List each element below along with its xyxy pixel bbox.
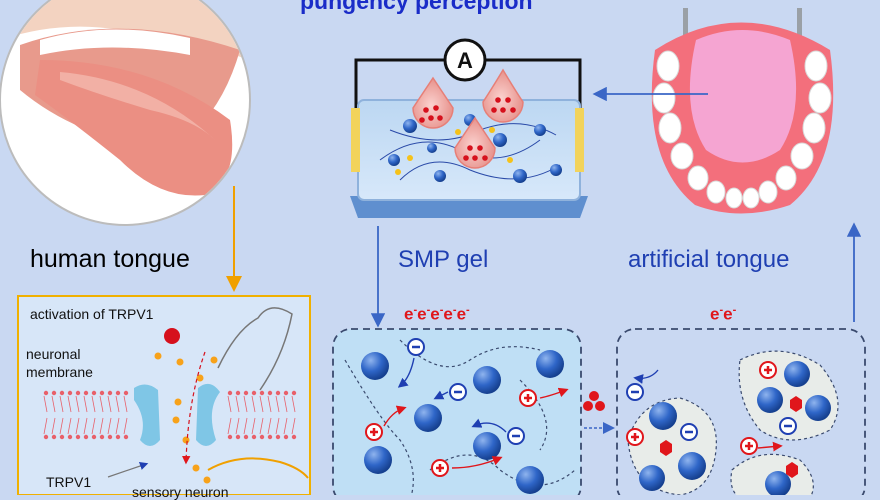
pungent-cluster bbox=[583, 391, 605, 411]
artificial-tongue-illustration bbox=[651, 8, 834, 214]
ion-flow-arrow bbox=[181, 351, 206, 465]
calcium-ions bbox=[154, 352, 218, 484]
human-tongue-label: human tongue bbox=[30, 245, 190, 273]
neuronal-label: neuronal bbox=[26, 346, 81, 362]
positive-charge-icon bbox=[759, 361, 777, 379]
activation-label: activation of TRPV1 bbox=[30, 306, 154, 322]
positive-charge-icon bbox=[740, 437, 758, 455]
gel-state-panel bbox=[332, 328, 582, 495]
negative-charge-icon bbox=[449, 383, 467, 401]
positive-charge-icon bbox=[365, 423, 383, 441]
motion-arrow bbox=[539, 387, 569, 399]
circuit-wire-left bbox=[354, 58, 445, 115]
tongue-state-panel bbox=[616, 328, 866, 495]
lipid-bilayer-upper bbox=[43, 390, 297, 413]
trpv1-label: TRPV1 bbox=[46, 474, 92, 490]
lipid-bilayer-lower bbox=[43, 417, 297, 440]
positive-charge-icon bbox=[431, 459, 449, 477]
motion-arrow bbox=[383, 405, 407, 427]
ammeter-label: A bbox=[457, 48, 473, 73]
pungent-droplets bbox=[412, 68, 524, 169]
positive-charge-icon bbox=[519, 389, 537, 407]
motion-arrows bbox=[383, 357, 783, 469]
motion-arrow bbox=[757, 441, 783, 452]
gel-electrons-label: e-e-e-e-e- bbox=[404, 304, 470, 324]
motion-arrow bbox=[633, 369, 659, 384]
sensory-neuron-label: sensory neuron bbox=[132, 484, 229, 500]
trpv1-pointer bbox=[107, 461, 149, 478]
negative-charge-icon bbox=[680, 423, 698, 441]
electrode-left bbox=[351, 108, 360, 172]
motion-arrow bbox=[471, 418, 507, 433]
circuit-wire-right bbox=[485, 58, 582, 115]
membrane-panel bbox=[17, 295, 311, 495]
tongue-electrons-label: e-e- bbox=[710, 304, 737, 324]
smp-gel-device: A bbox=[350, 38, 588, 218]
trapped-molecules bbox=[660, 396, 802, 478]
trpv1-channel-right bbox=[196, 383, 220, 446]
negative-charge-icon bbox=[779, 417, 797, 435]
gel-spheres bbox=[388, 114, 562, 183]
gel-state-spheres bbox=[361, 350, 564, 494]
membrane-label: membrane bbox=[26, 364, 93, 380]
neuron-curve bbox=[217, 307, 293, 391]
gel-ions bbox=[395, 127, 513, 175]
ammeter-icon bbox=[443, 38, 487, 82]
motion-arrow bbox=[451, 456, 503, 469]
motion-arrow bbox=[397, 357, 415, 388]
sensory-neuron-line bbox=[207, 457, 309, 479]
trpv1-channel-left bbox=[134, 384, 160, 446]
negative-charge-icon bbox=[626, 383, 644, 401]
artificial-teeth bbox=[652, 50, 832, 209]
negative-charge-icon bbox=[507, 427, 525, 445]
positive-charge-icon bbox=[626, 428, 644, 446]
smp-gel-label: SMP gel bbox=[398, 246, 489, 273]
electrode-right bbox=[575, 108, 584, 172]
motion-arrow bbox=[433, 390, 449, 400]
diagram-title: pungency perception bbox=[300, 0, 533, 14]
charge-markers bbox=[365, 338, 797, 477]
tongue-state-spheres bbox=[639, 361, 831, 495]
human-tongue-illustration bbox=[0, 0, 251, 226]
negative-charge-icon bbox=[407, 338, 425, 356]
gel-base bbox=[350, 196, 588, 218]
artificial-tongue-label: artificial tongue bbox=[628, 246, 790, 273]
capsaicin-molecule bbox=[164, 328, 180, 344]
artificial-tongue-surface bbox=[689, 30, 797, 163]
